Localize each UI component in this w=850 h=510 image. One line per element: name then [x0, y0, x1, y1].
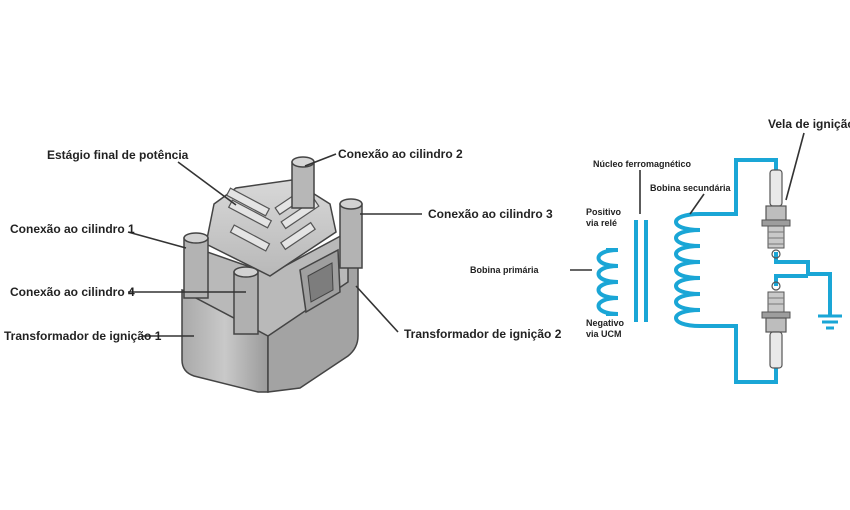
label-cylinder-4: Conexão ao cilindro 4	[10, 285, 135, 299]
ground-wire	[774, 252, 832, 316]
ignition-schematic	[570, 132, 842, 384]
label-transformer-2: Transformador de ignição 2	[404, 327, 562, 341]
label-transformer-1: Transformador de ignição 1	[4, 329, 162, 343]
label-power-stage: Estágio final de potência	[47, 148, 189, 162]
coil-pack-illustration	[181, 156, 363, 393]
label-cylinder-3: Conexão ao cilindro 3	[428, 207, 553, 221]
label-positive: Positivo	[586, 207, 622, 217]
label-primary-coil: Bobina primária	[470, 265, 540, 275]
secondary-coil	[674, 212, 701, 328]
tower-cylinder-3	[339, 198, 363, 269]
label-cylinder-2: Conexão ao cilindro 2	[338, 147, 463, 161]
label-ferromagnetic-core: Núcleo ferromagnético	[593, 159, 692, 169]
label-spark-plug: Vela de ignição	[768, 117, 850, 131]
coil-pack-leaders	[127, 153, 422, 337]
label-cylinder-1: Conexão ao cilindro 1	[10, 222, 135, 236]
secondary-circuit-wire	[700, 158, 778, 384]
connector-inner	[307, 262, 334, 303]
power-stage-fins	[225, 184, 320, 252]
label-secondary-coil: Bobina secundária	[650, 183, 732, 193]
primary-coil	[596, 248, 619, 316]
tower-cylinder-2	[291, 156, 315, 209]
label-negative: Negativo	[586, 318, 625, 328]
tower-cylinder-1	[183, 232, 209, 299]
tower-cylinder-4	[233, 266, 259, 335]
label-negative-via: via UCM	[586, 329, 622, 339]
label-positive-via: via relé	[586, 218, 617, 228]
ground-icon	[818, 314, 842, 330]
spark-plug-bottom	[761, 281, 791, 369]
spark-plug-top	[761, 169, 791, 259]
